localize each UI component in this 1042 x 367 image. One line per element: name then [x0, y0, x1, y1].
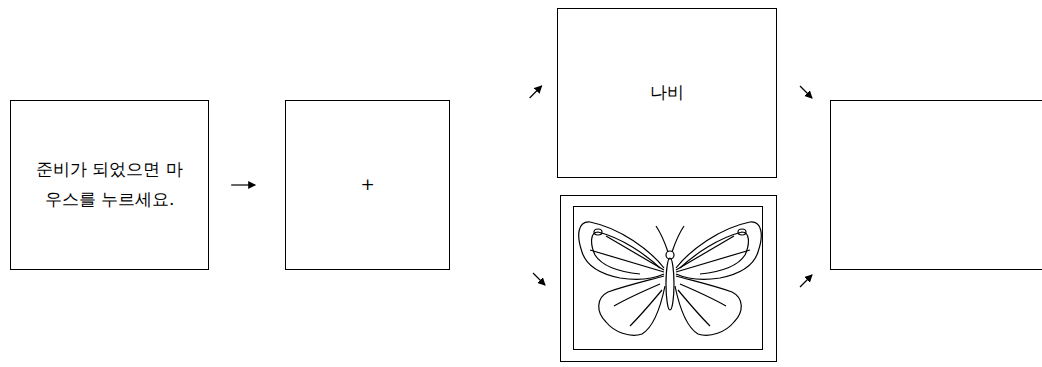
box-text: +	[360, 170, 374, 200]
box-text: 준비가 되었으면 마우스를 누르세요.	[35, 155, 185, 215]
flow-arrow	[530, 86, 542, 98]
flow-arrow	[231, 184, 255, 185]
butterfly-picture	[561, 196, 777, 362]
instruction-box: 준비가 되었으면 마우스를 누르세요.	[10, 100, 209, 270]
box-text: 나비	[650, 78, 684, 108]
blank-screen-box	[831, 101, 1042, 270]
fixation-box: +	[285, 100, 450, 270]
word-box: 나비	[557, 8, 777, 178]
